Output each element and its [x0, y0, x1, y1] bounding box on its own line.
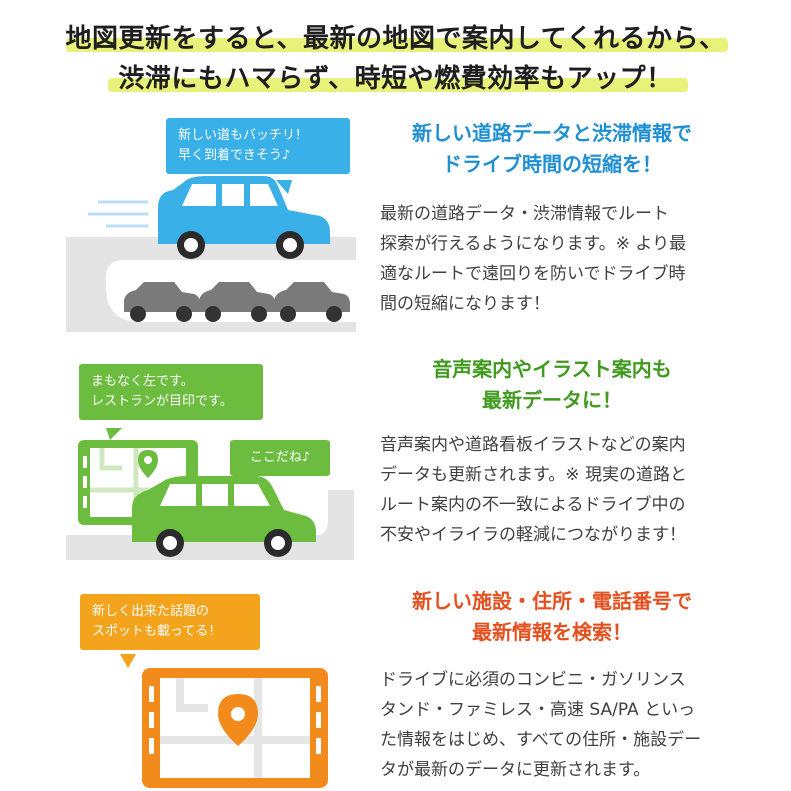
bubble-text: 早く到着できそう♪: [178, 148, 291, 163]
traffic-illustration: [66, 176, 356, 332]
speech-bubble: ここだね♪: [230, 440, 330, 476]
headline-line-2: 渋滞にもハマらず、時短や燃費効率もアップ！: [118, 64, 673, 94]
title-line: 新しい道路データと渋滞情報で: [412, 121, 692, 145]
bubble-text: レストランが目印です。: [91, 394, 233, 409]
bubble-text: ここだね♪: [249, 450, 311, 465]
body-line: 不安やイライラの軽減につながります！: [380, 525, 686, 545]
headline-highlight: [66, 38, 728, 52]
body-line: 探索が行えるようになります。※ より最: [380, 234, 687, 254]
car-icon: [274, 282, 350, 322]
title-line: 最新情報を検索！: [472, 620, 632, 644]
title-line: 音声案内やイラスト案内も: [432, 357, 672, 381]
road-shape: [66, 237, 356, 332]
bubble-text: 新しい道もバッチリ！: [178, 128, 309, 143]
body-line: 適なルートで遠回りを防いでドライブ時: [380, 264, 686, 284]
body-line: 間の短縮になります！: [380, 294, 550, 314]
section-title: 新しい道路データと渋滞情報で ドライブ時間の短縮を！: [352, 118, 752, 180]
section-title: 新しい施設・住所・電話番号で 最新情報を検索！: [352, 586, 752, 648]
speed-lines-icon: [88, 200, 148, 228]
title-line: 新しい施設・住所・電話番号で: [412, 589, 692, 613]
navigation-screen-icon: [142, 668, 328, 788]
body-line: ルート案内の不一致によるドライブ中の: [380, 495, 686, 515]
body-line: データも更新されます。※ 現実の道路と: [380, 465, 687, 485]
body-line: ドライブに必須のコンビニ・ガソリンス: [380, 670, 686, 690]
body-line: 最新の道路データ・渋滞情報でルート: [380, 204, 669, 224]
car-icon: [124, 282, 200, 322]
body-line: タが最新のデータに更新されます。: [380, 760, 651, 780]
bubble-tail: [120, 654, 136, 668]
section-body: 音声案内や道路看板イラストなどの案内 データも更新されます。※ 現実の道路と ル…: [380, 430, 725, 550]
road-shape: [106, 277, 356, 332]
section-body: 最新の道路データ・渋滞情報でルート 探索が行えるようになります。※ より最 適な…: [380, 199, 725, 319]
body-line: た情報をはじめ、すべての住所・施設デー: [380, 730, 702, 750]
section-body: ドライブに必須のコンビニ・ガソリンス タンド・ファミレス・高速 SA/PA とい…: [380, 665, 725, 785]
navigation-illustration: [66, 428, 354, 560]
section-title: 音声案内やイラスト案内も 最新データに！: [352, 354, 752, 416]
bubble-tail: [276, 180, 292, 194]
speech-bubble: まもなく左です。 レストランが目印です。: [79, 364, 263, 420]
car-icon: [158, 176, 330, 259]
bubble-text: 新しく出来た話題の: [92, 604, 210, 619]
title-line: 最新データに！: [482, 388, 622, 412]
bubble-text: まもなく左です。: [91, 374, 194, 389]
car-icon: [132, 476, 316, 557]
speech-bubble: 新しく出来た話題の スポットも載ってる！: [80, 594, 260, 650]
title-line: ドライブ時間の短縮を！: [442, 152, 662, 176]
car-icon: [199, 282, 275, 322]
body-line: 音声案内や道路看板イラストなどの案内: [380, 435, 686, 455]
map-search-illustration: [120, 654, 328, 788]
body-line: タンド・ファミレス・高速 SA/PA といっ: [380, 700, 696, 720]
bubble-tail: [106, 428, 122, 440]
bubble-text: スポットも載ってる！: [92, 624, 222, 639]
speech-bubble: 新しい道もバッチリ！ 早く到着できそう♪: [166, 118, 350, 174]
headline-line-1: 地図更新をすると、最新の地図で案内してくれるから、: [65, 24, 726, 54]
headline-highlight: [108, 78, 688, 92]
